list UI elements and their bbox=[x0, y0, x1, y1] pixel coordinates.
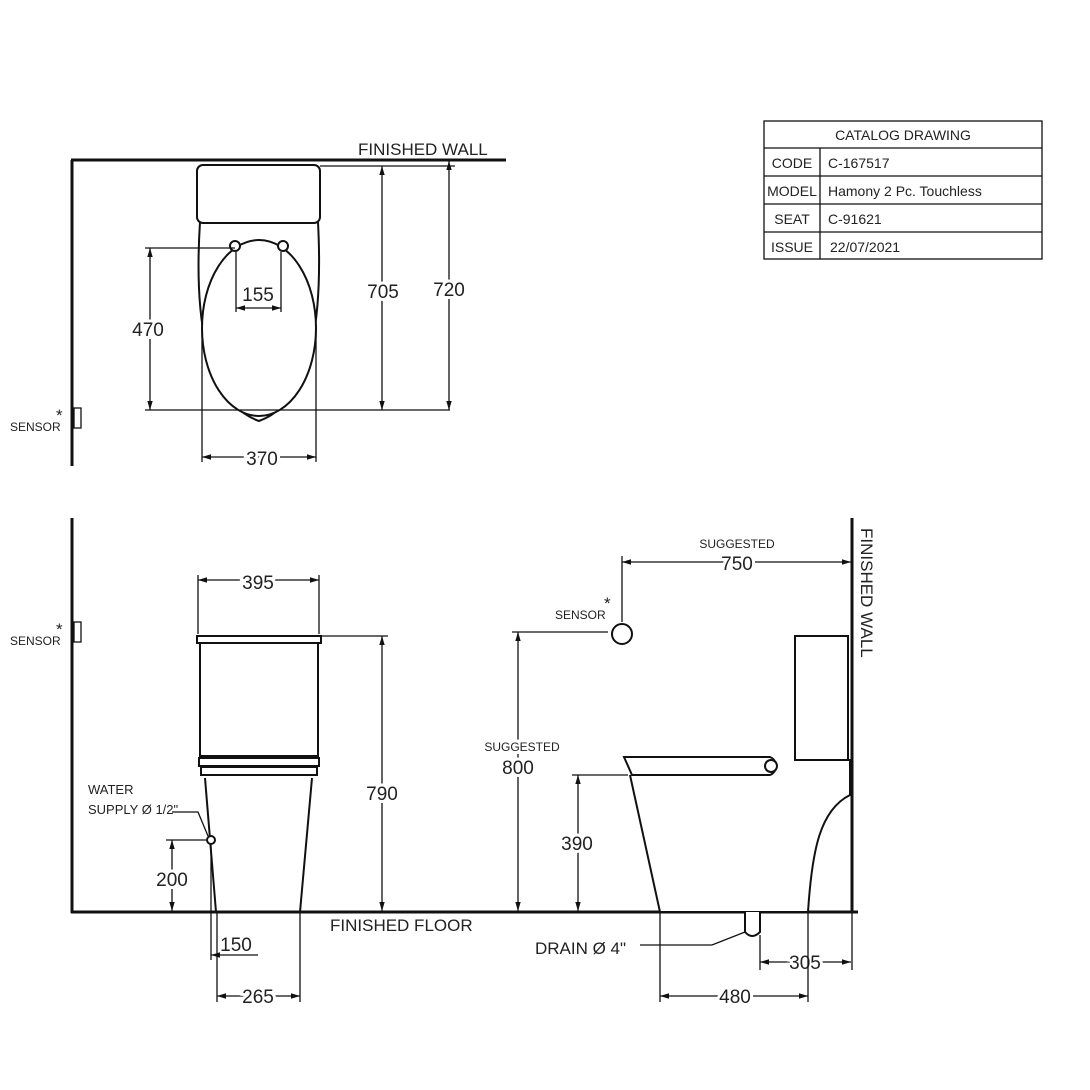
tank-lid bbox=[196, 635, 322, 644]
dim-470: 470 bbox=[132, 320, 164, 341]
dim-150: 150 bbox=[220, 935, 252, 956]
dim-370: 370 bbox=[246, 449, 278, 470]
dim-720: 720 bbox=[433, 280, 465, 301]
top-view: FINISHED WALL SENSOR * 155 470 705 720 3… bbox=[10, 140, 506, 473]
dim-800: 800 bbox=[502, 758, 534, 779]
dim-200: 200 bbox=[156, 870, 188, 891]
seat-ring bbox=[200, 766, 318, 776]
catalog-table: CATALOG DRAWING CODE C-167517 MODEL Hamo… bbox=[763, 120, 1043, 260]
side-view: FINISHED WALL SUGGESTED 750 SENSOR * SUG… bbox=[481, 518, 876, 1011]
tank-side bbox=[794, 635, 849, 761]
sensor-asterisk: * bbox=[604, 594, 611, 613]
row-value: C-91621 bbox=[828, 211, 882, 227]
row-key: CODE bbox=[772, 155, 812, 171]
sensor-label: SENSOR bbox=[10, 420, 61, 434]
seat-side bbox=[622, 756, 777, 776]
water-supply-label: WATER bbox=[88, 782, 134, 797]
hinge bbox=[229, 240, 241, 252]
water-supply-size: SUPPLY Ø 1/2" bbox=[88, 802, 179, 817]
seat-front bbox=[198, 757, 320, 767]
row-value: C-167517 bbox=[828, 155, 890, 171]
dim-265: 265 bbox=[242, 987, 274, 1008]
finished-wall-label: FINISHED WALL bbox=[358, 140, 488, 159]
dim-155: 155 bbox=[242, 285, 274, 306]
row-key: MODEL bbox=[767, 183, 817, 199]
drain-label: DRAIN Ø 4" bbox=[535, 939, 626, 958]
hinge bbox=[277, 240, 289, 252]
dim-790: 790 bbox=[366, 784, 398, 805]
sensor-label: SENSOR bbox=[10, 634, 61, 648]
sensor-circle bbox=[611, 623, 633, 645]
bowl-side bbox=[629, 759, 851, 913]
sensor-asterisk: * bbox=[56, 406, 63, 425]
front-view: FINISHED FLOOR SENSOR * WATER SUPPLY Ø 1… bbox=[10, 518, 858, 1011]
seat-outline bbox=[201, 239, 317, 417]
dim-395: 395 bbox=[242, 573, 274, 594]
sensor-label: SENSOR bbox=[555, 608, 606, 622]
drain-pipe bbox=[744, 912, 761, 937]
dim-480: 480 bbox=[719, 987, 751, 1008]
bowl-front bbox=[204, 777, 313, 913]
tank-front bbox=[199, 641, 319, 757]
row-key: ISSUE bbox=[771, 239, 813, 255]
sensor-asterisk: * bbox=[56, 620, 63, 639]
hinge bbox=[764, 759, 778, 773]
tank-top bbox=[196, 164, 321, 224]
dim-305: 305 bbox=[789, 953, 821, 974]
sensor-marker bbox=[73, 621, 82, 643]
sensor-marker bbox=[73, 407, 82, 429]
suggested-label: SUGGESTED bbox=[699, 537, 775, 551]
dim-705: 705 bbox=[367, 282, 399, 303]
catalog-title: CATALOG DRAWING bbox=[835, 127, 971, 143]
row-key: SEAT bbox=[774, 211, 810, 227]
row-value: Hamony 2 Pc. Touchless bbox=[828, 183, 982, 199]
dim-750: 750 bbox=[721, 554, 753, 575]
suggested-label: SUGGESTED bbox=[484, 740, 560, 754]
dim-390: 390 bbox=[561, 834, 593, 855]
finished-floor-label: FINISHED FLOOR bbox=[330, 916, 473, 935]
finished-wall-label: FINISHED WALL bbox=[857, 528, 876, 658]
row-value: 22/07/2021 bbox=[830, 239, 900, 255]
water-inlet bbox=[206, 835, 216, 845]
